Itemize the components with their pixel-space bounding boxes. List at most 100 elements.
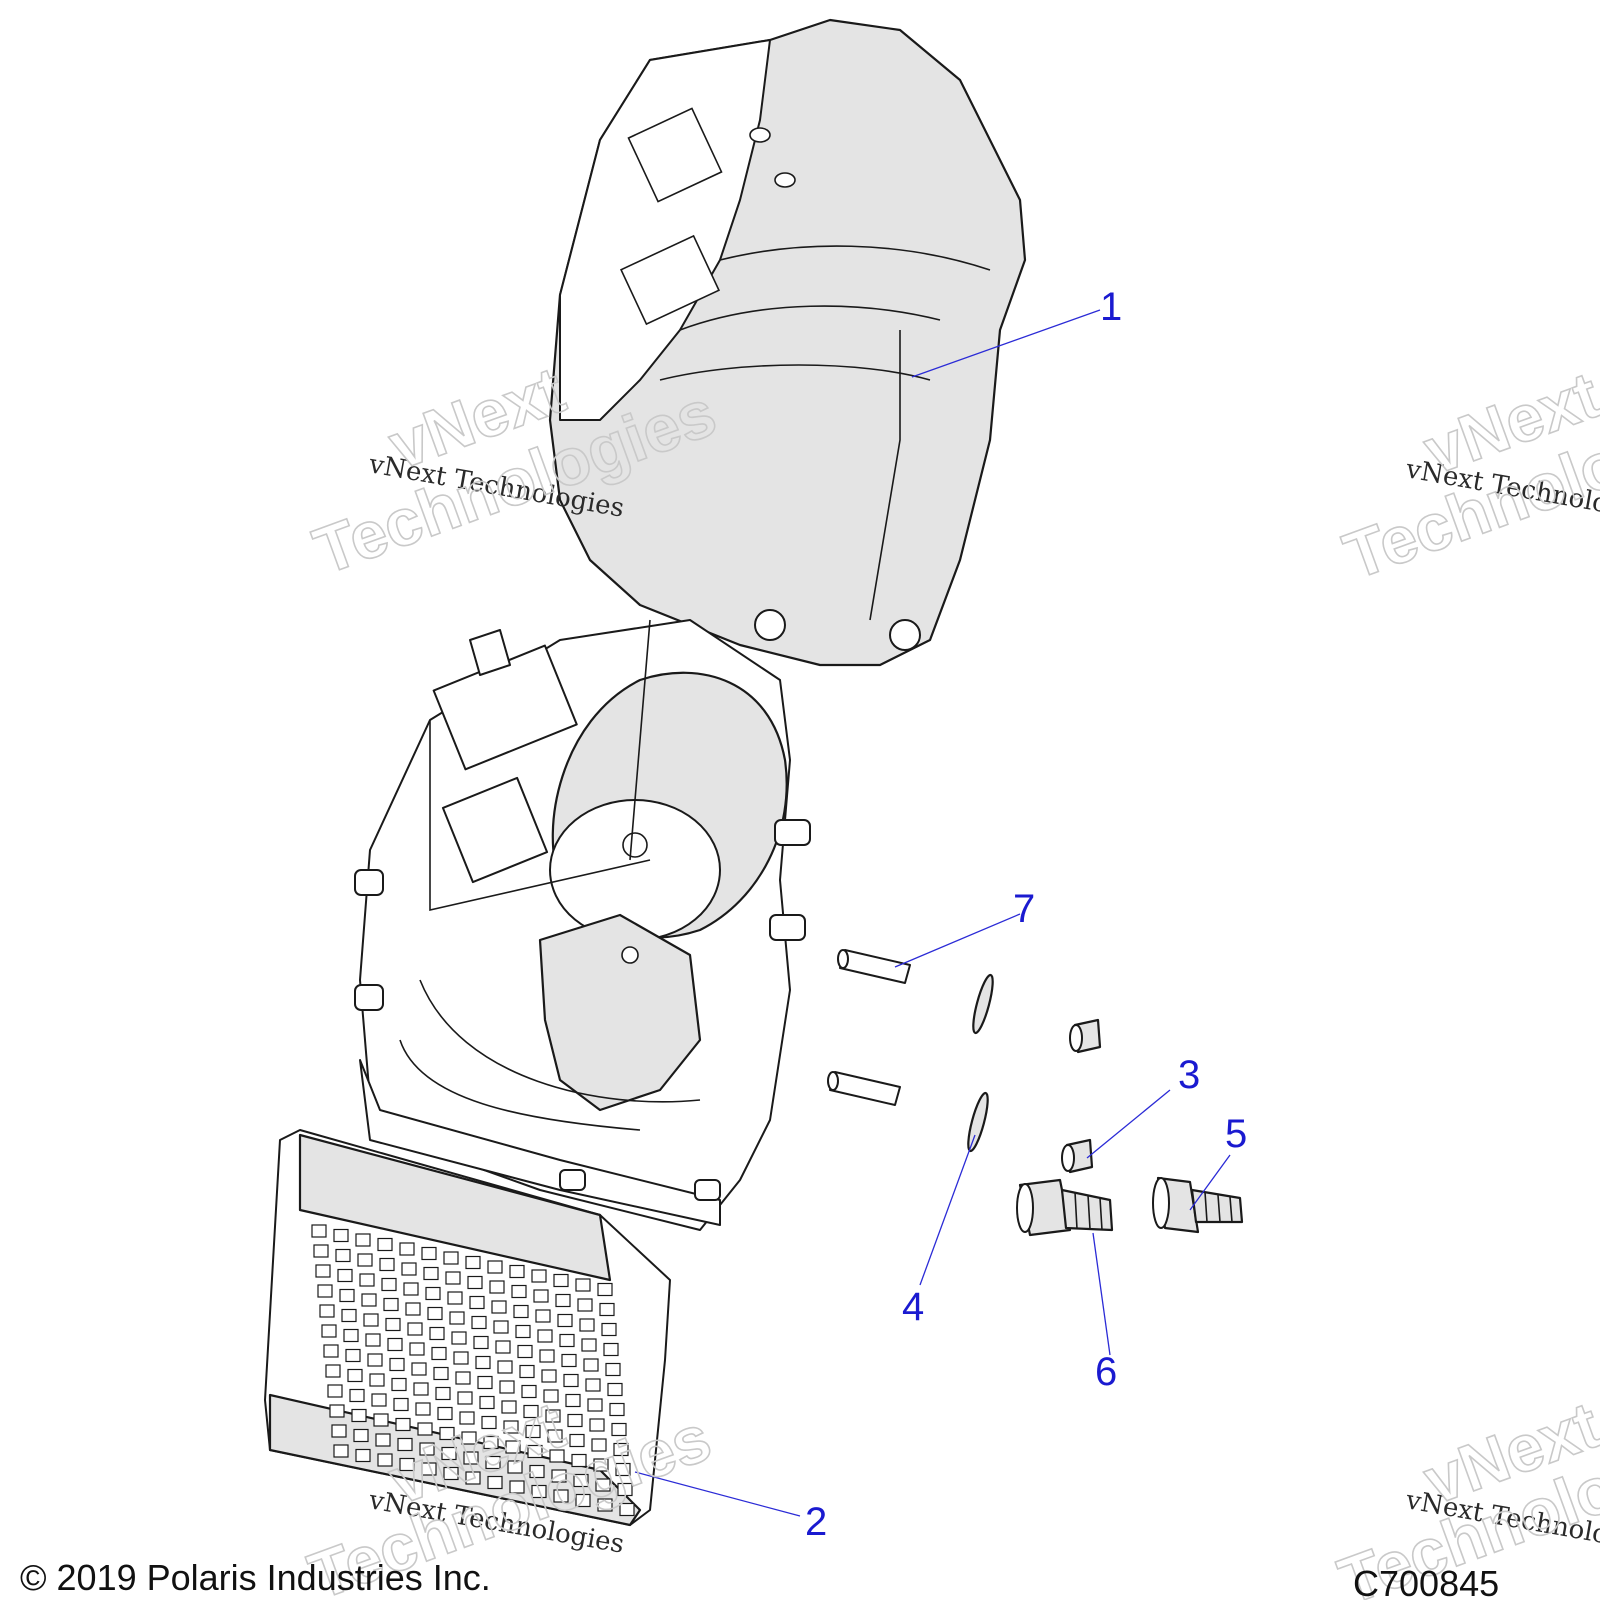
grille-cell	[441, 1446, 457, 1461]
grille-cell	[319, 1304, 335, 1318]
grille-cell	[443, 1251, 459, 1265]
grille-cell	[455, 1371, 471, 1385]
callout-2: 2	[805, 1500, 827, 1544]
grille-cell	[577, 1298, 593, 1312]
grille-cell	[407, 1322, 423, 1336]
callout-7: 7	[1013, 887, 1035, 931]
grille-cell	[401, 1262, 417, 1276]
grille-cell	[475, 1355, 491, 1370]
grille-cell	[467, 1275, 483, 1290]
callout-5: 5	[1225, 1112, 1247, 1156]
grille-cell	[589, 1418, 605, 1432]
grille-cell	[397, 1437, 413, 1452]
callout-6: 6	[1095, 1350, 1117, 1394]
grille-cell	[561, 1353, 577, 1368]
grille-cell	[365, 1333, 381, 1347]
grille-cell	[343, 1328, 359, 1343]
grille-cell	[469, 1295, 485, 1310]
grille-cell	[325, 1364, 341, 1378]
leader-4	[919, 1134, 976, 1286]
grille-cell	[553, 1489, 569, 1503]
grille-cell	[371, 1393, 387, 1407]
grille-cell	[591, 1438, 607, 1452]
grille-cell	[581, 1338, 597, 1352]
grille-cell	[603, 1342, 619, 1357]
grille-cell	[551, 1469, 567, 1483]
grille-cell	[549, 1449, 565, 1463]
grille-cell	[327, 1384, 343, 1398]
grille-cell	[339, 1288, 355, 1303]
grille-cell	[559, 1333, 575, 1348]
grille-cell	[341, 1308, 357, 1323]
grille-cell	[377, 1237, 393, 1252]
grille-cell	[429, 1326, 445, 1341]
grille-cell	[377, 1453, 393, 1467]
grille-cell	[355, 1233, 371, 1247]
callout-1: 1	[1100, 285, 1122, 329]
grille-cell	[373, 1413, 389, 1427]
grille-cell	[497, 1360, 513, 1374]
leader-3	[1086, 1089, 1171, 1159]
grille-cell	[391, 1377, 407, 1392]
grille-cell	[435, 1386, 451, 1401]
grille-cell	[499, 1380, 515, 1394]
grille-cell	[361, 1293, 377, 1307]
grille-cell	[525, 1424, 541, 1439]
grille-cell	[415, 1402, 431, 1416]
grille-cell	[333, 1444, 349, 1458]
grille-cell	[579, 1318, 595, 1332]
grille-cell	[345, 1348, 361, 1363]
grille-cell	[531, 1484, 547, 1499]
grille-cell	[517, 1344, 533, 1359]
grille-cell	[399, 1242, 415, 1256]
grille-cell	[405, 1302, 421, 1316]
grille-cell	[567, 1413, 583, 1428]
part-3-bushings	[1061, 1018, 1102, 1174]
grille-cell	[547, 1429, 563, 1443]
callout-4: 4	[902, 1285, 924, 1329]
grille-cell	[367, 1353, 383, 1367]
grille-cell	[393, 1397, 409, 1412]
grille-cell	[511, 1284, 527, 1299]
grille-cell	[565, 1393, 581, 1408]
grille-cell	[537, 1329, 553, 1343]
part-6-fitting	[1016, 1178, 1114, 1237]
grille-cell	[539, 1349, 555, 1363]
callout-3: 3	[1178, 1053, 1200, 1097]
grille-cell	[413, 1382, 429, 1396]
grille-cell	[485, 1455, 501, 1470]
grille-cell	[515, 1324, 531, 1339]
grille-cell	[557, 1313, 573, 1328]
grille-cell	[357, 1253, 373, 1267]
grille-cell	[457, 1391, 473, 1405]
grille-cell	[337, 1268, 353, 1283]
grille-cell	[571, 1453, 587, 1468]
grille-cell	[433, 1366, 449, 1381]
grille-cell	[595, 1478, 611, 1492]
grille-cell	[425, 1286, 441, 1301]
grille-cell	[477, 1375, 493, 1390]
grille-cell	[575, 1278, 591, 1292]
grille-cell	[617, 1482, 633, 1497]
grille-cell	[427, 1306, 443, 1321]
grille-cell	[437, 1406, 453, 1421]
grille-cells	[311, 1224, 635, 1517]
grille-cell	[421, 1246, 437, 1261]
grille-cell	[451, 1331, 467, 1345]
grille-cell	[459, 1411, 475, 1425]
grille-cell	[447, 1291, 463, 1305]
grille-cell	[597, 1282, 613, 1297]
grille-cell	[323, 1344, 339, 1358]
grille-cell	[399, 1457, 415, 1472]
grille-cell	[387, 1337, 403, 1352]
grille-cell	[593, 1458, 609, 1472]
grille-cell	[521, 1384, 537, 1399]
grille-cell	[491, 1300, 507, 1314]
grille-cell	[465, 1471, 481, 1485]
grille-cell	[351, 1408, 367, 1423]
figure-code: C700845	[1353, 1563, 1499, 1600]
grille-cell	[575, 1493, 591, 1508]
grille-cell	[611, 1422, 627, 1437]
grille-cell	[529, 1464, 545, 1479]
grille-cell	[321, 1324, 337, 1338]
